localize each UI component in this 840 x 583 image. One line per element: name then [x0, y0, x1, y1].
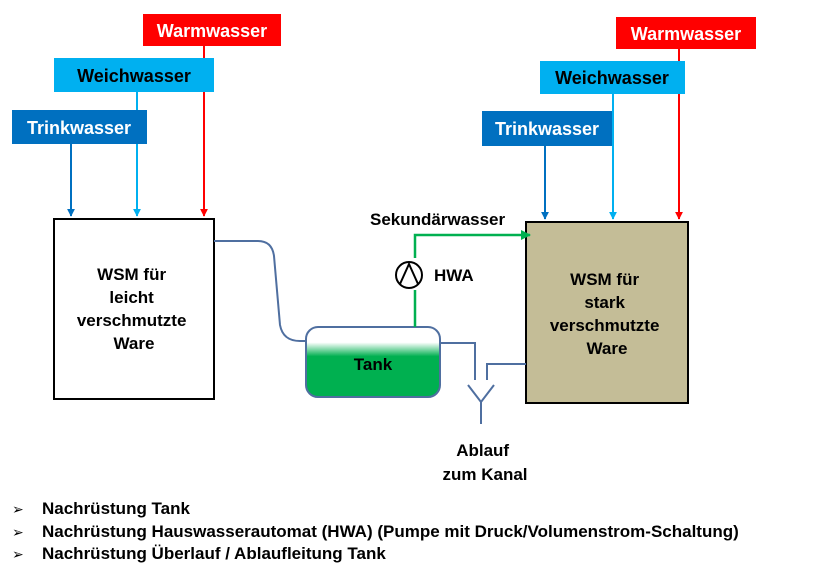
secondary-water-label: Sekundärwasser: [370, 210, 506, 229]
left-trinkwasser-label: Trinkwasser: [27, 118, 131, 138]
left-machine-box: [53, 218, 215, 400]
tank-label: Tank: [354, 355, 393, 374]
left-warmwasser-box: [143, 14, 281, 46]
bullet-arrow-icon: ➢: [12, 501, 24, 517]
drain-funnel: [467, 384, 495, 424]
right-trinkwasser-box: [482, 111, 612, 146]
bullet-text: Nachrüstung Hauswasserautomat (HWA) (Pum…: [42, 521, 739, 541]
right-machine-label: WSM für stark verschmutzte Ware: [550, 270, 664, 358]
tank: [305, 326, 441, 398]
left-weichwasser-label: Weichwasser: [77, 66, 191, 86]
pump-icon: [395, 261, 423, 289]
right-weichwasser-label: Weichwasser: [555, 68, 669, 88]
tank-overflow-pipe: [440, 342, 476, 380]
bullet-text: Nachrüstung Überlauf / Ablaufleitung Tan…: [42, 544, 386, 563]
left-machine-outlet-pipe: [214, 240, 322, 342]
bullet-text: Nachrüstung Tank: [42, 499, 190, 518]
left-machine-label: WSM für leicht verschmutzte Ware: [77, 265, 191, 353]
bullet-arrow-icon: ➢: [12, 523, 24, 540]
bullet-list: ➢ Nachrüstung Tank ➢ Nachrüstung Hauswasse…: [8, 498, 739, 566]
right-machine-box: [525, 221, 689, 404]
left-trinkwasser-box: [12, 110, 147, 144]
drain-label: Ablauf zum Kanal: [442, 441, 527, 484]
secondary-water-line: [413, 235, 530, 327]
right-trinkwasser-label: Trinkwasser: [495, 119, 599, 139]
right-warmwasser-label: Warmwasser: [631, 24, 741, 44]
left-weichwasser-box: [54, 58, 214, 92]
right-warmwasser-box: [616, 17, 756, 49]
bullet-item: ➢ Nachrüstung Hauswasserautomat (HWA) (Pu…: [8, 521, 739, 544]
pump-label: HWA: [434, 266, 474, 285]
right-machine-outlet-pipe: [486, 363, 526, 380]
left-warmwasser-label: Warmwasser: [157, 21, 267, 41]
bullet-item: ➢ Nachrüstung Überlauf / Ablaufleitung Ta…: [8, 543, 739, 566]
right-weichwasser-box: [540, 61, 685, 94]
bullet-arrow-icon: ➢: [12, 546, 24, 562]
bullet-item: ➢ Nachrüstung Tank: [8, 498, 739, 521]
